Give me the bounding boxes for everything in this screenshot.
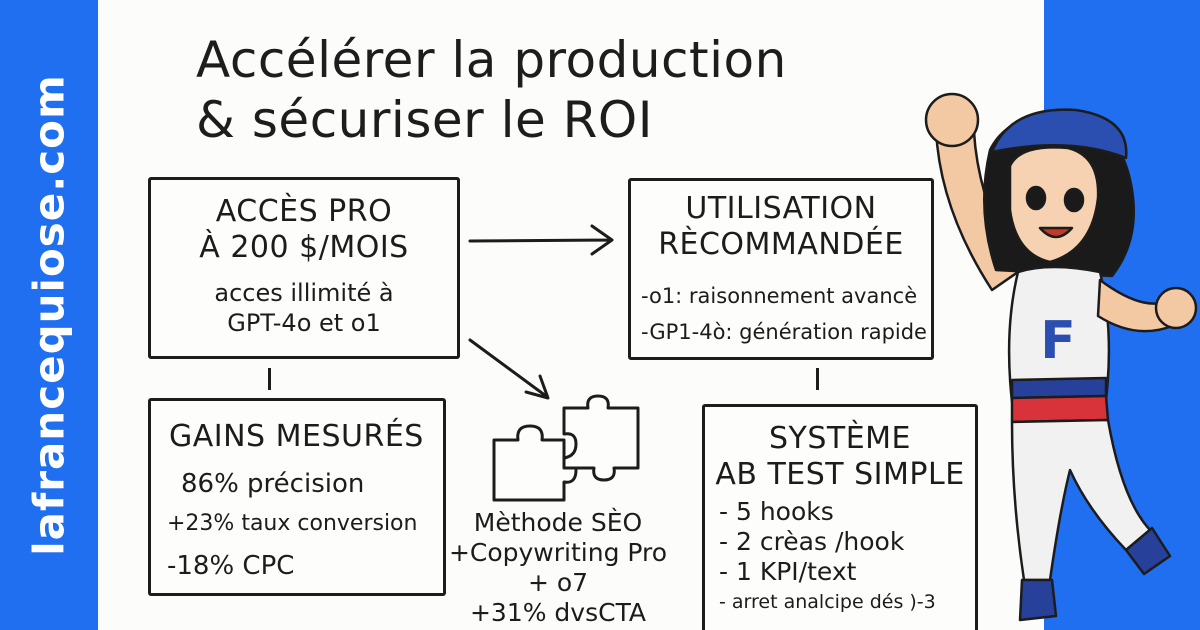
shirt-letter: F <box>1040 311 1076 371</box>
mascot-beret <box>990 108 1128 160</box>
whiteboard-paper: Accélérer la production & sécuriser le R… <box>98 0 1044 630</box>
pro-to-gains-connector <box>268 368 271 390</box>
mascot-torso-shirt <box>1007 265 1111 404</box>
method-text: Mèthode SÈO +Copywriting Pro + o7 +31% d… <box>438 508 678 628</box>
mascot-fist-up <box>924 92 980 148</box>
method-line-1: Mèthode SÈO <box>473 508 643 537</box>
title-line-2: & sécuriser le ROI <box>196 91 653 149</box>
gains-item-3: -18% CPC <box>167 551 295 581</box>
mascot-fist-side <box>1154 286 1198 330</box>
ab-heading-2: AB TEST SIMPLE <box>715 457 965 492</box>
ab-item-3: - 1 KPI/text <box>719 557 857 586</box>
ab-item-2: - 2 crèas /hook <box>719 527 905 556</box>
ab-item-4: - arret analcipe dés )-3 <box>719 591 936 613</box>
ab-item-1: - 5 hooks <box>719 497 834 526</box>
pro-access-box: ACCÈS PRO À 200 $/MOIS acces illimité à … <box>148 177 460 359</box>
mascot-boot-left <box>1018 578 1058 622</box>
mascot-eye-right <box>1063 187 1085 213</box>
gains-item-2: +23% taux conversion <box>167 511 418 536</box>
usage-heading-1: UTILISATION <box>685 191 877 226</box>
usage-to-ab-connector <box>816 368 819 390</box>
title-line-1: Accélérer la production <box>196 31 787 89</box>
gains-item-1: 86% précision <box>181 469 365 499</box>
left-brand-band: lafrancequiose.com <box>0 0 98 630</box>
mascot-boot-right <box>1124 526 1172 576</box>
usage-item-2: -GP1-4ò: génération rapide <box>641 320 927 344</box>
pro-heading-1: ACCÈS PRO <box>215 194 393 229</box>
page-title: Accélérer la production & sécuriser le R… <box>196 30 787 150</box>
method-line-4: +31% dvsCTA <box>469 598 647 627</box>
method-line-3: + o7 <box>527 568 589 597</box>
mascot-flag-stripe-blue <box>1010 376 1108 400</box>
arrow-pro-to-usage <box>468 224 614 256</box>
pro-line-2: GPT-4o et o1 <box>227 309 381 337</box>
site-name-vertical: lafrancequiose.com <box>24 74 74 556</box>
arrow-pro-to-method <box>468 338 550 400</box>
mascot-face <box>1008 146 1100 264</box>
pro-heading-2: À 200 $/MOIS <box>199 230 409 265</box>
mascot-eye-left <box>1025 185 1047 211</box>
puzzle-pieces-icon <box>492 394 640 502</box>
usage-heading-2: RÈCOMMANDÉE <box>658 227 904 262</box>
pro-line-1: acces illimité à <box>214 279 394 307</box>
mascot-flag-stripe-red <box>1010 394 1110 424</box>
method-line-2: +Copywriting Pro <box>448 538 668 567</box>
gains-heading: GAINS MESURÉS <box>169 419 424 454</box>
mascot-mouth <box>1038 226 1074 239</box>
mascot-legs <box>1010 418 1152 582</box>
superhero-mascot: F <box>924 92 1198 622</box>
usage-item-1: -o1: raisonnement avancè <box>641 284 918 308</box>
recommended-usage-box: UTILISATION RÈCOMMANDÉE -o1: raisonnemen… <box>628 178 934 360</box>
ab-heading-1: SYSTÈME <box>768 421 912 456</box>
measured-gains-box: GAINS MESURÉS 86% précision +23% taux co… <box>148 398 446 596</box>
ab-test-system-box: SYSTÈME AB TEST SIMPLE - 5 hooks - 2 crè… <box>702 404 978 630</box>
